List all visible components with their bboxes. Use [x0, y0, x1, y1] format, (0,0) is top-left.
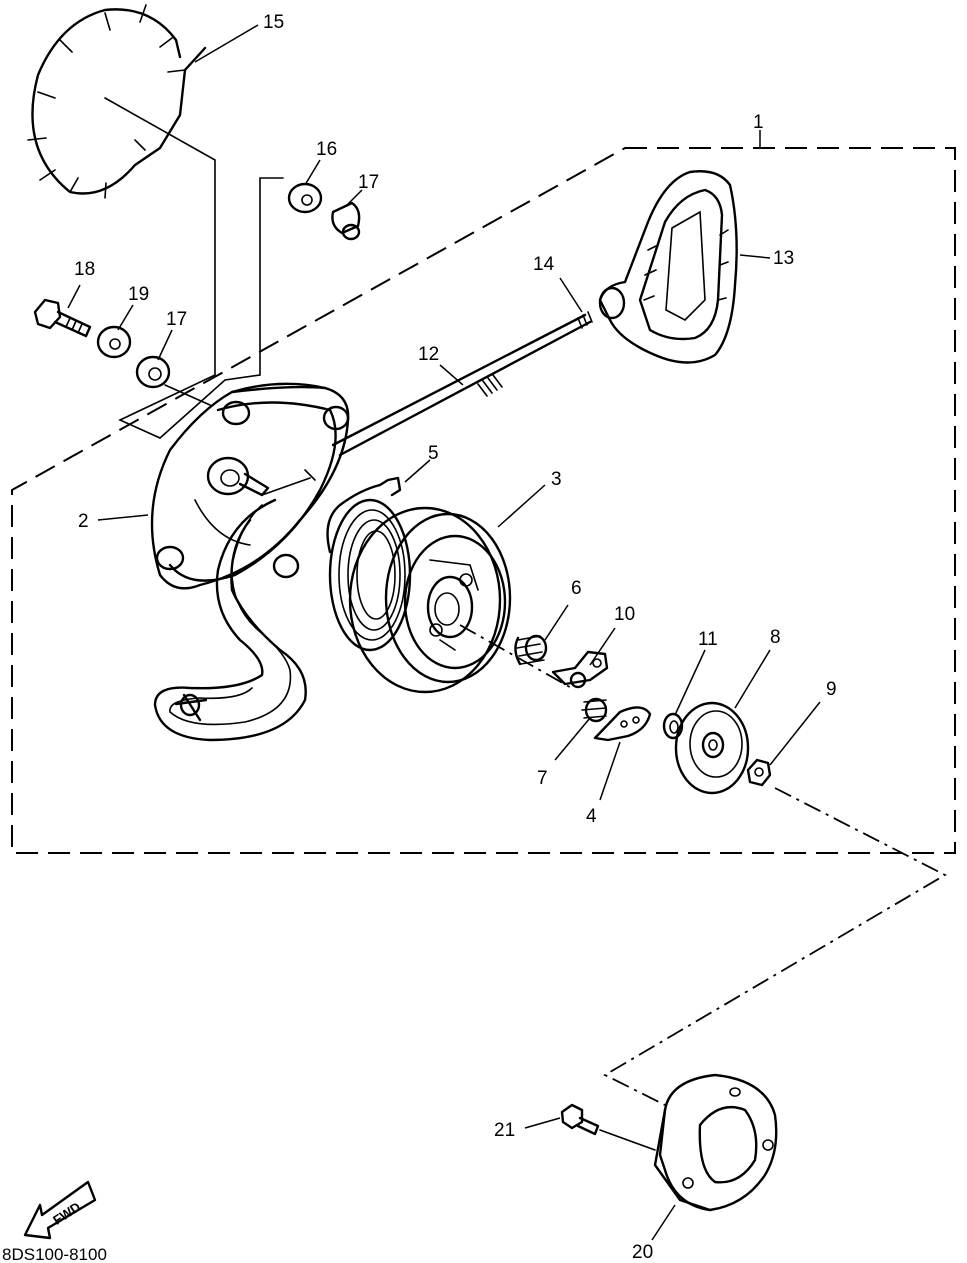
spiral-spring-part [326, 476, 412, 652]
grommet-lower-part [135, 355, 211, 406]
callout-19: 19 [128, 284, 149, 305]
forward-label: FWD [50, 1199, 83, 1228]
callout-3: 3 [551, 469, 562, 490]
callout-1: 1 [753, 112, 764, 133]
starter-handle-part [598, 170, 738, 364]
callout-8: 8 [770, 627, 781, 648]
collar-washer-part [96, 325, 132, 359]
callout-9: 9 [826, 679, 837, 700]
small-spring-part [514, 634, 548, 666]
pawl-guide-part [551, 650, 609, 689]
callout-2: 2 [78, 511, 89, 532]
callout-21: 21 [494, 1120, 515, 1141]
callout-labels: 15 1 16 17 13 18 14 19 17 12 5 3 2 6 10 … [74, 12, 837, 1263]
forward-arrow-icon: FWD [23, 1180, 97, 1240]
grommet-upper-part [287, 182, 323, 214]
callout-17-upper: 16 [316, 139, 337, 160]
drawing-code: 8DS100-8100 [2, 1245, 107, 1263]
callout-13: 13 [773, 248, 794, 269]
callout-4: 4 [586, 806, 597, 827]
callout-17-lower: 17 [166, 309, 187, 330]
starter-case-part [150, 382, 350, 590]
callout-6: 6 [571, 578, 582, 599]
pawl-part [593, 706, 652, 742]
pulley-centerline [603, 787, 947, 1106]
leader-lines [67, 24, 821, 1241]
pawl-spring-part [581, 697, 608, 723]
pulley-bolt-part [560, 1103, 656, 1151]
callout-20: 20 [632, 1242, 653, 1263]
sheave-drum-part [348, 506, 512, 694]
drive-plate-part [674, 701, 750, 795]
callout-15: 15 [263, 12, 284, 33]
drum-centerline [459, 624, 576, 691]
assembly-outline [11, 147, 956, 854]
callout-11: 11 [698, 629, 718, 650]
callout-10: 10 [614, 604, 635, 625]
nut-part [746, 758, 772, 787]
callout-18: 18 [74, 259, 95, 280]
callout-12: 12 [418, 344, 439, 365]
callout-14: 14 [533, 254, 555, 275]
bushing-screw-part [331, 201, 361, 241]
callout-7: 7 [537, 768, 548, 789]
decal-plate-part [27, 4, 284, 439]
callout-16: 17 [358, 172, 379, 193]
starter-pulley-part [653, 1073, 778, 1212]
rope-coil [153, 498, 307, 742]
starter-rope-part [331, 311, 593, 457]
callout-5: 5 [428, 443, 439, 464]
washer-part [662, 712, 684, 740]
bolt-part [33, 298, 92, 338]
